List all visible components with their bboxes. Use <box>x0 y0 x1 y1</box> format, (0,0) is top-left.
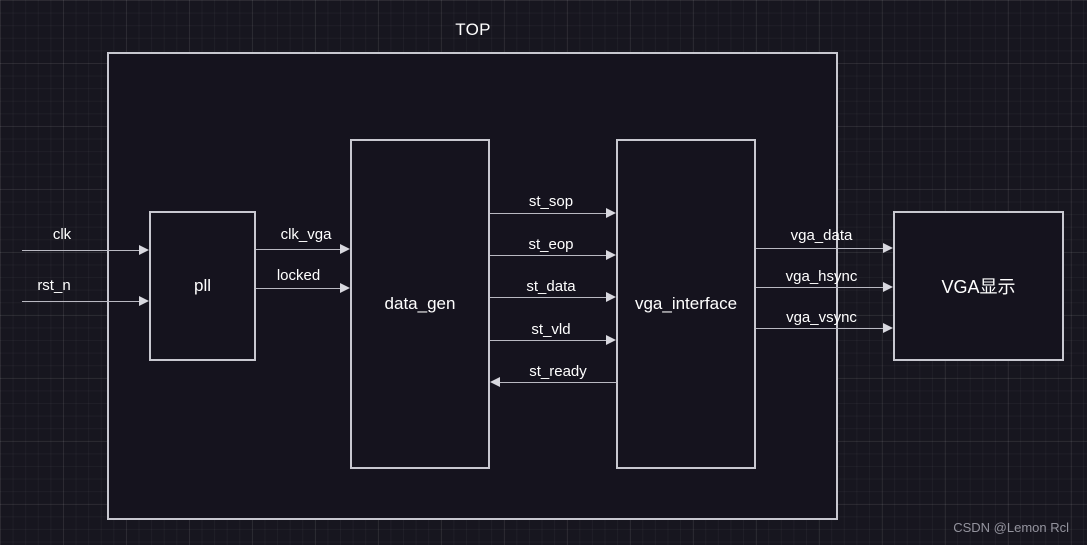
signal-line-vga-hsync <box>756 287 883 288</box>
signal-line-st-vld <box>490 340 606 341</box>
block-label-pll: pll <box>193 276 211 295</box>
signal-arrowhead-rst-n <box>139 296 149 306</box>
watermark: CSDN @Lemon Rcl <box>953 520 1069 535</box>
page-title: TOP <box>455 20 491 39</box>
signal-line-st-data <box>490 297 606 298</box>
block-label-vga-display: VGA显示 <box>941 277 1016 297</box>
block-data-gen[interactable]: data_gen <box>350 139 490 469</box>
signal-arrowhead-locked <box>340 283 350 293</box>
signal-label-st-eop: st_eop <box>528 236 574 253</box>
signal-label-rst-n: rst_n <box>37 277 71 294</box>
signal-line-st-ready <box>500 382 616 383</box>
signal-arrowhead-vga-hsync <box>883 282 893 292</box>
signal-arrowhead-st-vld <box>606 335 616 345</box>
block-label-vga-interface: vga_interface <box>634 294 738 313</box>
signal-label-vga-data: vga_data <box>790 227 853 244</box>
signal-line-st-sop <box>490 213 606 214</box>
signal-arrowhead-clk <box>139 245 149 255</box>
block-label-data-gen: data_gen <box>384 294 456 313</box>
signal-label-st-ready: st_ready <box>529 363 587 380</box>
signal-line-locked <box>256 288 340 289</box>
block-vga-display[interactable]: VGA显示 <box>893 211 1064 361</box>
signal-label-st-data: st_data <box>526 278 576 295</box>
signal-arrowhead-st-sop <box>606 208 616 218</box>
signal-line-vga-data <box>756 248 883 249</box>
signal-arrowhead-st-eop <box>606 250 616 260</box>
signal-label-vga-hsync: vga_hsync <box>785 268 858 285</box>
signal-label-locked: locked <box>276 267 321 284</box>
signal-line-clk-vga <box>256 249 340 250</box>
signal-label-st-sop: st_sop <box>528 193 574 210</box>
signal-line-st-eop <box>490 255 606 256</box>
signal-label-vga-vsync: vga_vsync <box>786 309 857 326</box>
signal-label-clk: clk <box>52 226 72 243</box>
signal-line-rst-n <box>22 301 139 302</box>
signal-arrowhead-vga-vsync <box>883 323 893 333</box>
signal-arrowhead-clk-vga <box>340 244 350 254</box>
signal-line-vga-vsync <box>756 328 883 329</box>
signal-label-st-vld: st_vld <box>531 321 571 338</box>
block-vga-interface[interactable]: vga_interface <box>616 139 756 469</box>
signal-label-clk-vga: clk_vga <box>280 226 332 243</box>
signal-arrowhead-vga-data <box>883 243 893 253</box>
signal-arrowhead-st-data <box>606 292 616 302</box>
block-pll[interactable]: pll <box>149 211 256 361</box>
signal-line-clk <box>22 250 139 251</box>
signal-arrowhead-st-ready <box>490 377 500 387</box>
